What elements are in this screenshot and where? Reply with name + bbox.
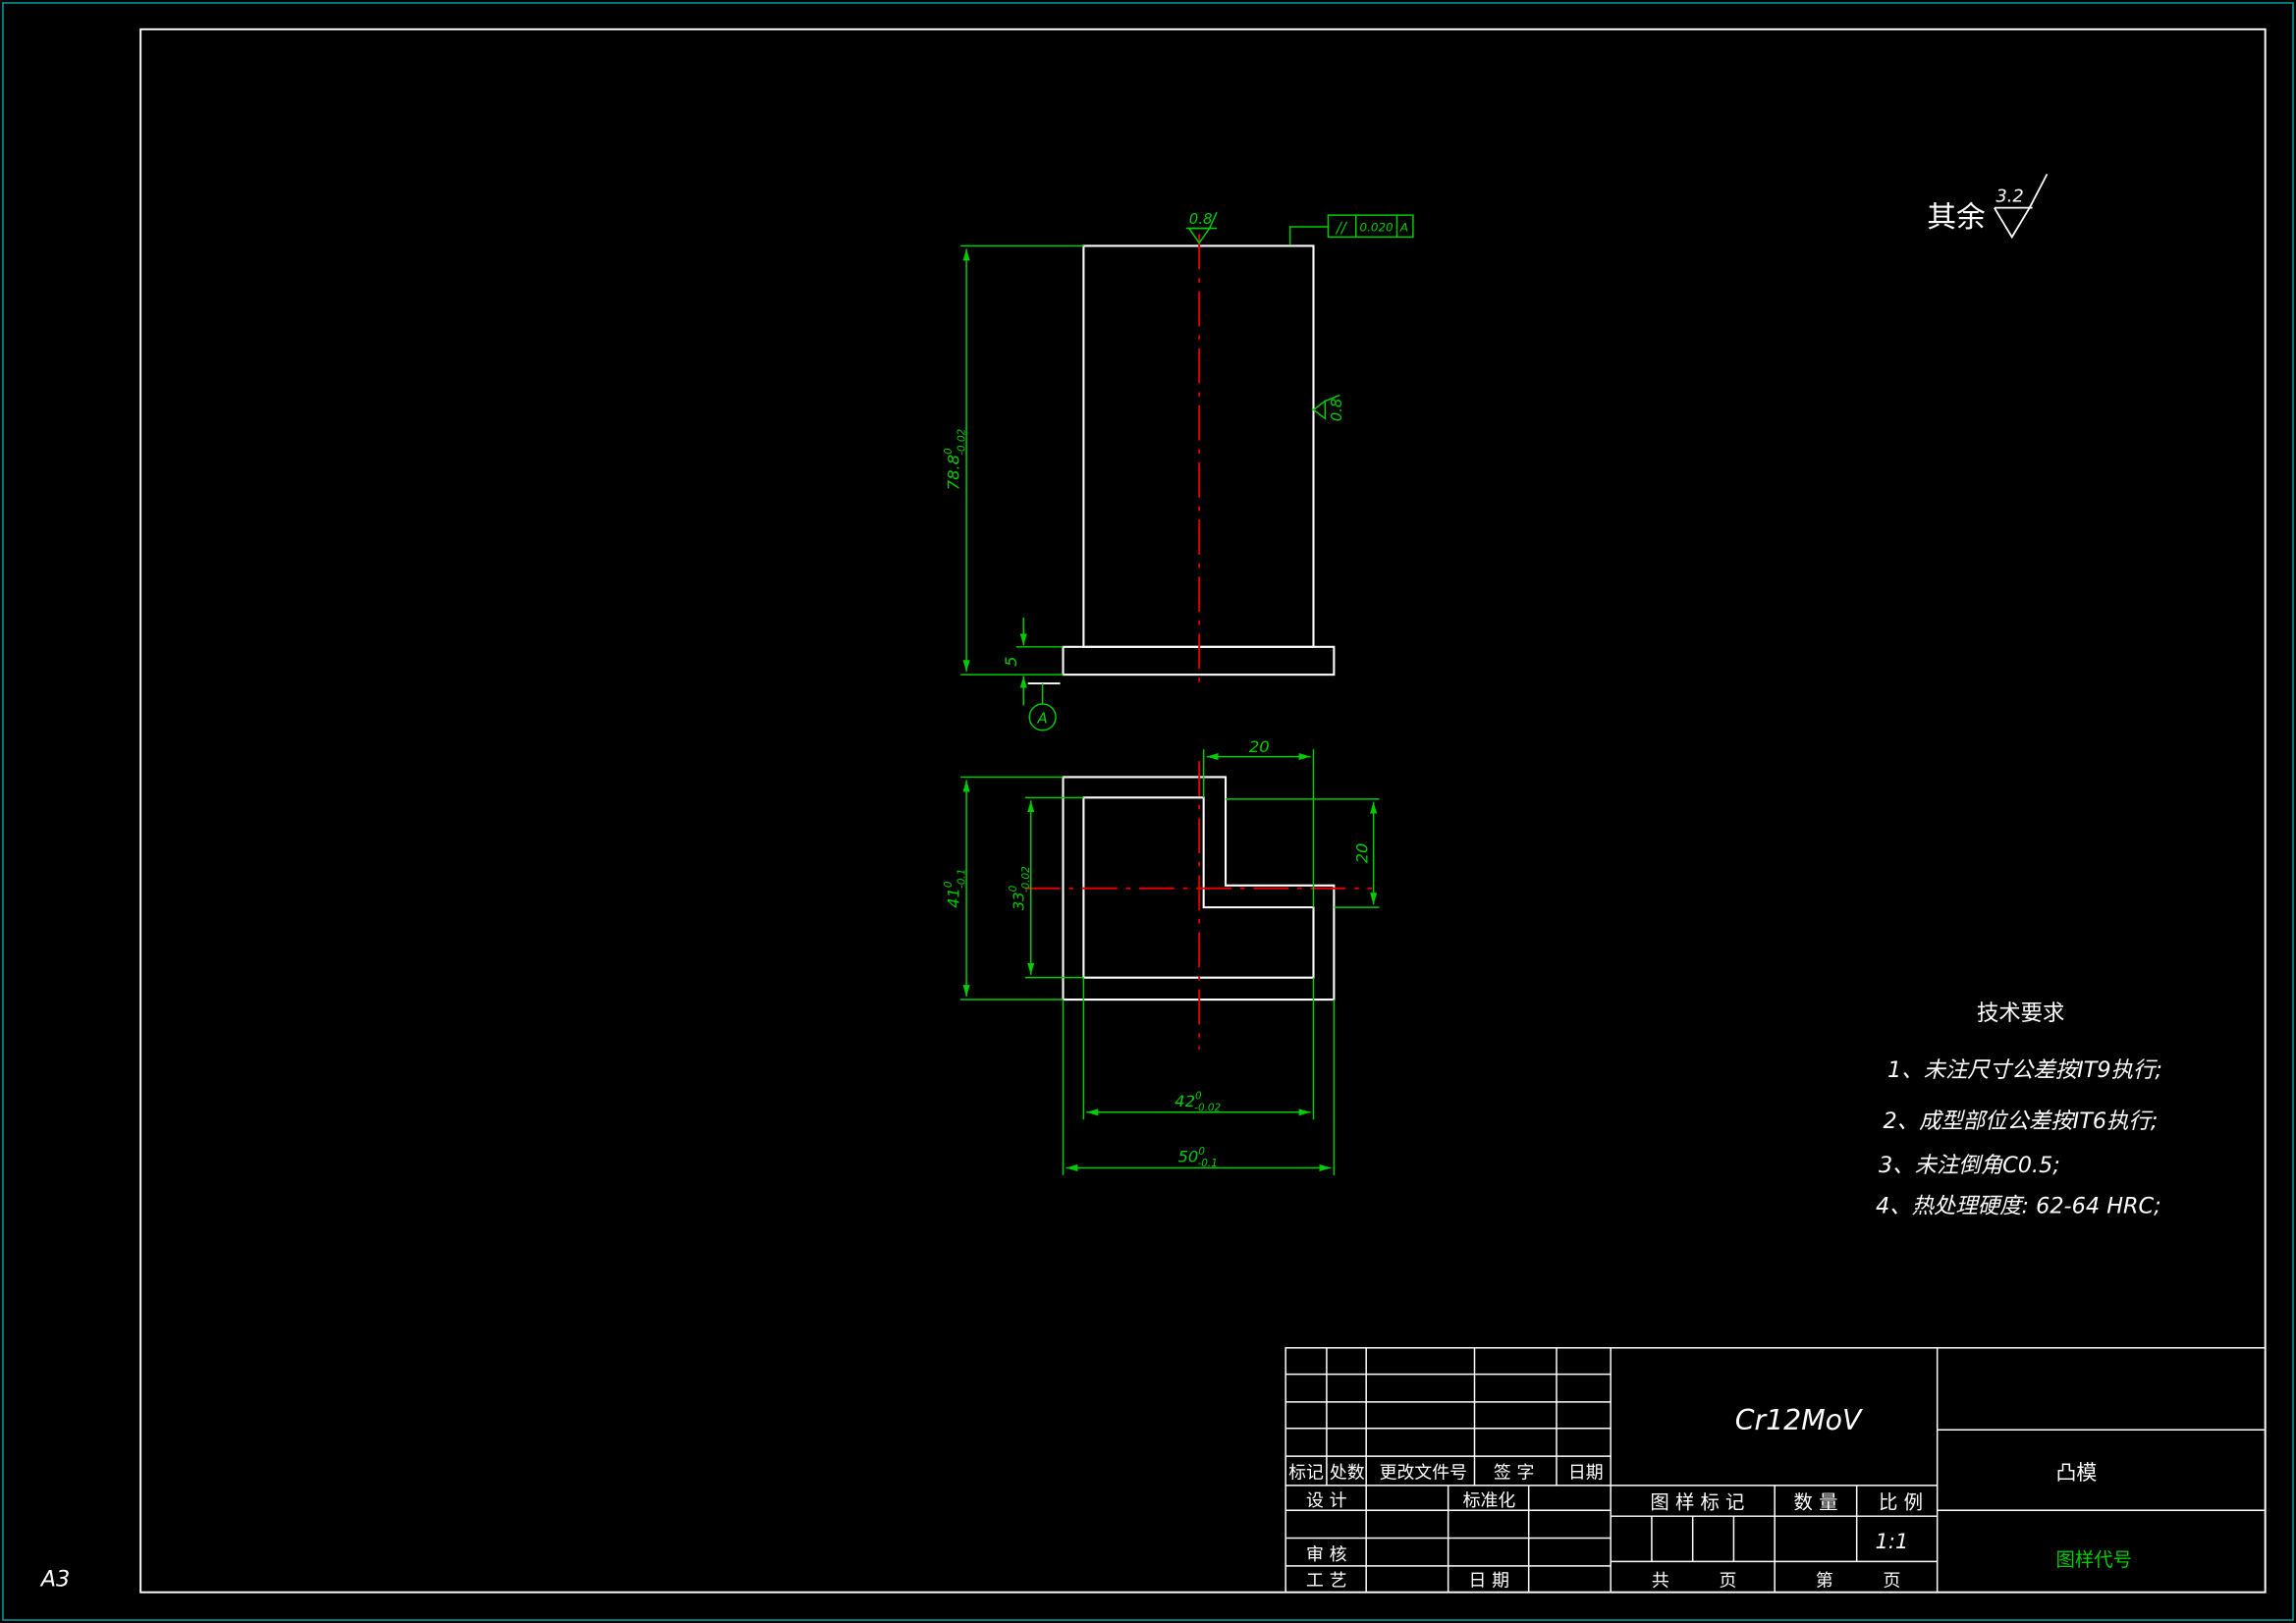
tolerance-value: 0.020 xyxy=(1360,221,1394,235)
side-finish-value: 0.8 xyxy=(1328,399,1345,422)
drawing-code-label: 图样代号 xyxy=(2055,1548,2132,1571)
svg-text:标记: 标记 xyxy=(1288,1462,1324,1483)
svg-text:图 样 标 记: 图 样 标 记 xyxy=(1650,1491,1744,1514)
svg-text:共: 共 xyxy=(1652,1571,1669,1592)
material-text: Cr12MoV xyxy=(1735,1404,1864,1436)
part-name: 凸模 xyxy=(2055,1461,2097,1485)
svg-text:工 艺: 工 艺 xyxy=(1306,1571,1346,1592)
inner-frame xyxy=(139,27,2267,1594)
svg-text:数 量: 数 量 xyxy=(1794,1491,1838,1514)
other-finish-symbol xyxy=(1994,207,2031,240)
height-dimension-text: 78.80-0.02 xyxy=(943,429,967,491)
datum-label: A xyxy=(1037,709,1048,727)
other-surface-finish: 其余 3.2 xyxy=(1927,173,2049,240)
svg-text:比 例: 比 例 xyxy=(1879,1491,1923,1514)
other-finish-label: 其余 xyxy=(1927,200,1986,235)
title-block: 标记 处数 更改文件号 签 字 日期 设 计 标准化 审 核 工 艺 日 期 C… xyxy=(1285,1347,2267,1594)
top-finish-value: 0.8 xyxy=(1189,210,1213,228)
side-finish-symbol xyxy=(1312,399,1327,420)
top-view: 20 20 410-0.1 330-0.02 420-0.02 500-0.1 xyxy=(943,737,1380,1175)
svg-text:设 计: 设 计 xyxy=(1306,1490,1347,1511)
tech-requirement-item: 4、热处理硬度: 62-64 HRC; xyxy=(1876,1194,2161,1219)
sheet-size-label: A3 xyxy=(39,1567,71,1593)
tolerance-frame xyxy=(1327,214,1414,239)
tech-requirements-title: 技术要求 xyxy=(1977,1001,2064,1026)
svg-text:签 字: 签 字 xyxy=(1494,1462,1534,1483)
svg-text:第: 第 xyxy=(1816,1571,1833,1592)
front-view: 78.80-0.02 5 A 0.8 0.8 // 0.020 A xyxy=(943,210,1414,731)
tech-requirement-item: 2、成型部位公差按IT6执行; xyxy=(1884,1109,2159,1134)
base-height-text: 5 xyxy=(1002,657,1020,667)
svg-text:更改文件号: 更改文件号 xyxy=(1380,1462,1467,1483)
other-finish-value: 3.2 xyxy=(1995,187,2023,207)
inner-height-text: 330-0.02 xyxy=(1008,866,1032,910)
svg-text:页: 页 xyxy=(1720,1571,1737,1592)
svg-text:处数: 处数 xyxy=(1330,1462,1365,1483)
right-height-text: 20 xyxy=(1353,843,1372,864)
tech-requirements: 技术要求 1、未注尺寸公差按IT9执行; 2、成型部位公差按IT6执行; 3、未… xyxy=(1876,1001,2162,1219)
outer-width-text: 500-0.1 xyxy=(1178,1146,1218,1169)
tech-requirement-item: 1、未注尺寸公差按IT9执行; xyxy=(1887,1057,2162,1083)
svg-text:日 期: 日 期 xyxy=(1469,1571,1509,1592)
tolerance-symbol: // xyxy=(1335,219,1348,237)
tech-requirement-item: 3、未注倒角C0.5; xyxy=(1879,1153,2060,1178)
scale-value: 1:1 xyxy=(1876,1530,1909,1553)
datum-circle xyxy=(1028,703,1057,731)
inner-width-text: 420-0.02 xyxy=(1175,1090,1221,1113)
svg-text:审 核: 审 核 xyxy=(1306,1544,1347,1565)
top-width-text: 20 xyxy=(1249,737,1270,756)
svg-text:日期: 日期 xyxy=(1568,1462,1604,1483)
outer-height-text: 410-0.1 xyxy=(943,869,967,908)
svg-text:页: 页 xyxy=(1884,1571,1901,1592)
svg-text:标准化: 标准化 xyxy=(1463,1490,1516,1511)
tolerance-datum: A xyxy=(1399,221,1408,235)
